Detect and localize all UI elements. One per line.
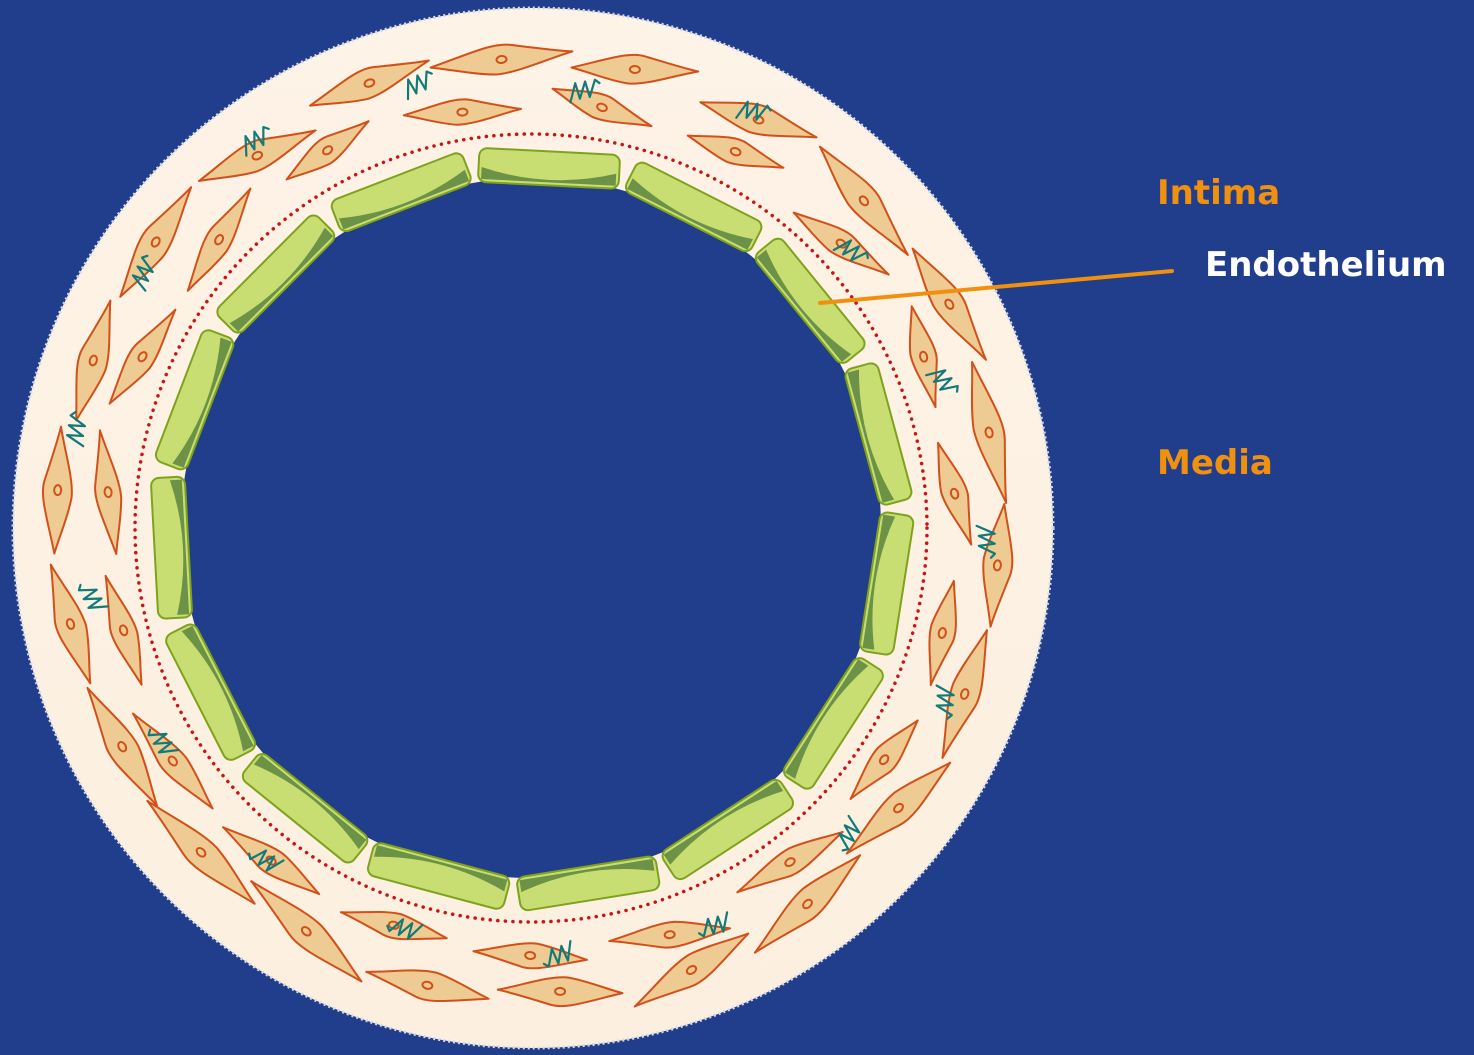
endothelium-label: Endothelium <box>1205 245 1447 285</box>
endothelial-cell-icon <box>151 476 193 618</box>
media-label: Media <box>1157 443 1273 483</box>
endothelial-cell-icon <box>478 148 620 189</box>
intima-label: Intima <box>1157 173 1280 213</box>
